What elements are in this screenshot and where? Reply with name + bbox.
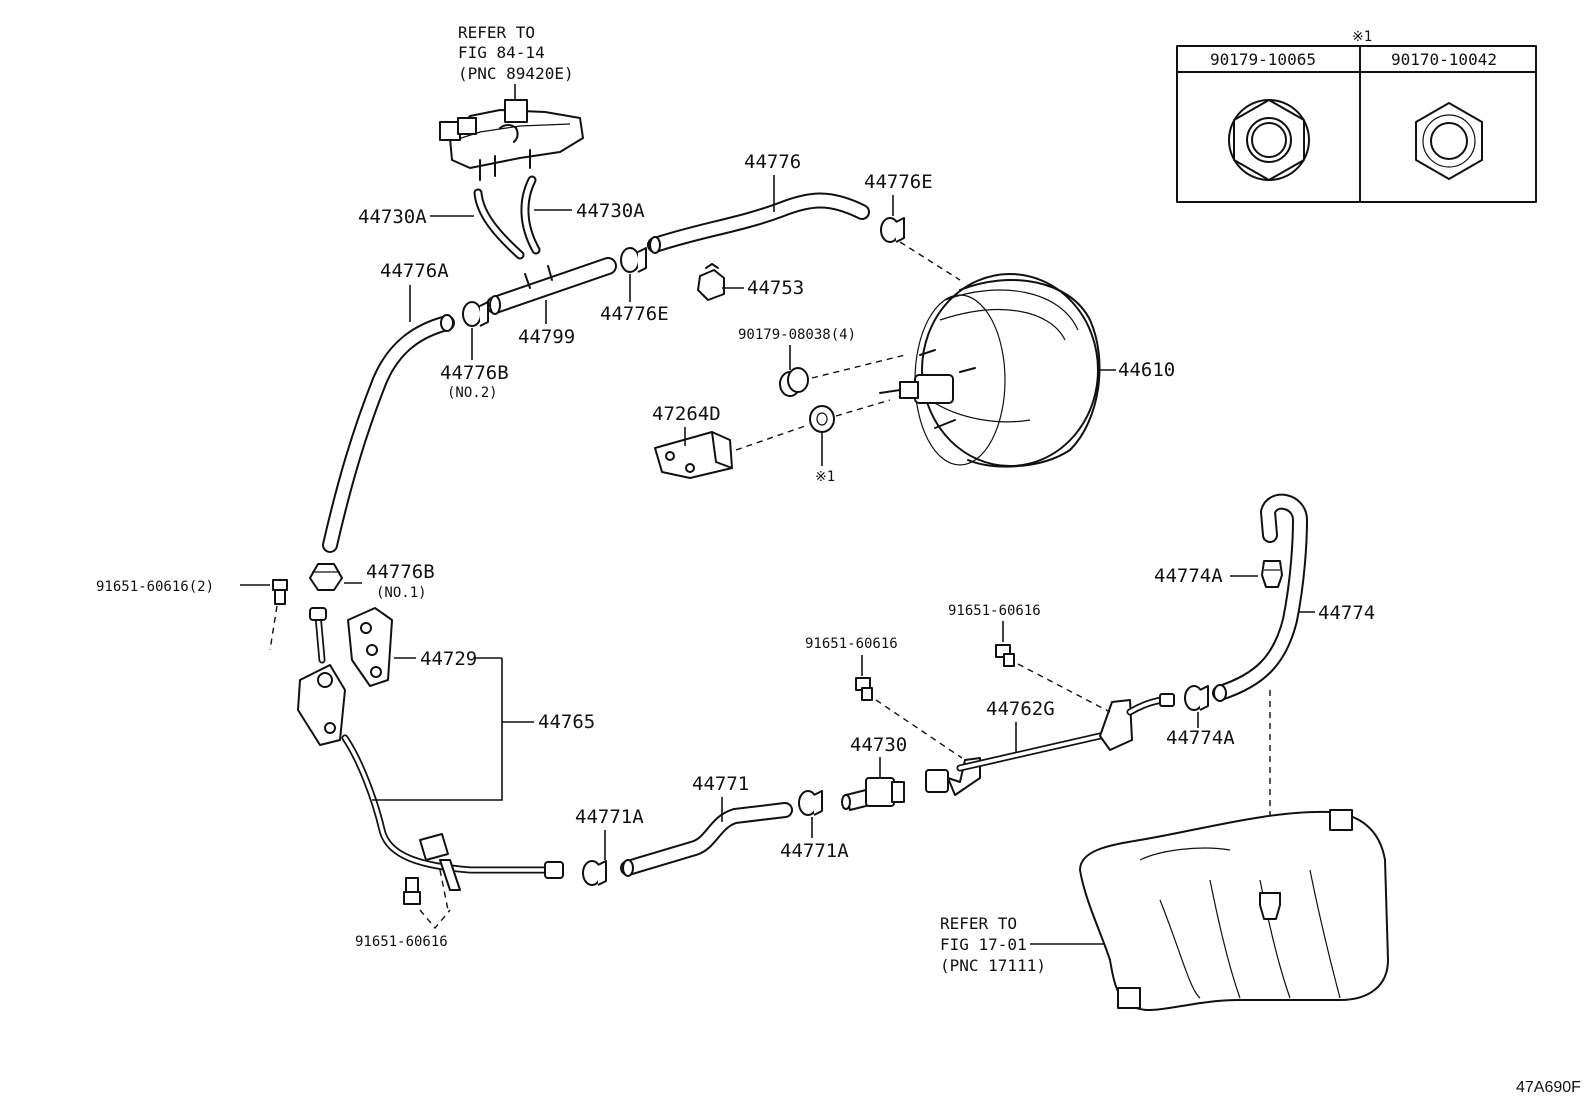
pipe-44762G xyxy=(925,693,1175,796)
gasket-44729 xyxy=(347,607,393,687)
hose-44774 xyxy=(1212,493,1308,702)
ref-top-line1: REFER TO xyxy=(458,23,535,42)
label-44776B-no2: 44776B xyxy=(440,362,509,384)
label-44776B-no1-note: (NO.1) xyxy=(376,585,427,601)
nut-90179-08038 xyxy=(779,367,809,397)
label-44730A-left: 44730A xyxy=(358,206,427,228)
label-44762G: 44762G xyxy=(986,698,1055,720)
clip-44753 xyxy=(697,263,725,301)
clamp-44774A-low xyxy=(1184,685,1209,711)
clamp-44776E-mid xyxy=(620,247,647,273)
figure-code: 47A690F xyxy=(1516,1079,1581,1096)
bolt-91651-bottom xyxy=(403,877,421,905)
vsv-bracket-assembly xyxy=(439,99,584,181)
clamp-44771A-left xyxy=(582,860,607,886)
label-44774A-low: 44774A xyxy=(1166,727,1235,749)
label-47264D: 47264D xyxy=(652,403,721,425)
clamp-44771A-right xyxy=(798,790,823,816)
pipe-44799 xyxy=(486,257,617,315)
legend-col2-part: 90170-10042 xyxy=(1391,50,1497,69)
bolt-91651-left xyxy=(272,579,288,605)
hose-44730A-pair xyxy=(473,175,541,260)
label-44776B-no1: 44776B xyxy=(366,561,435,583)
label-44776: 44776 xyxy=(744,151,801,173)
hose-44771 xyxy=(620,802,793,877)
label-44730: 44730 xyxy=(850,734,907,756)
clamp-44776E-top xyxy=(880,217,905,243)
label-44753: 44753 xyxy=(747,277,804,299)
label-washer-mark: ※1 xyxy=(815,469,835,485)
ref-block-bottom: REFER TO FIG 17-01 (PNC 17111) xyxy=(940,914,1105,975)
legend-frame xyxy=(1176,45,1537,203)
bolt-91651-mid xyxy=(855,677,873,701)
pipe-44765 xyxy=(297,607,564,891)
hose-44776A xyxy=(322,314,455,553)
label-44765: 44765 xyxy=(538,711,595,733)
ref-bottom-line1: REFER TO xyxy=(940,914,1017,933)
ref-top-line3: (PNC 89420E) xyxy=(458,64,574,83)
clamp-44776B-no2 xyxy=(462,301,489,327)
label-44799: 44799 xyxy=(518,326,575,348)
label-44730A-right: 44730A xyxy=(576,200,645,222)
ref-bottom-line2: FIG 17-01 xyxy=(940,935,1027,954)
ref-top-line2: FIG 84-14 xyxy=(458,43,545,62)
label-90179-08038: 90179-08038(4) xyxy=(738,327,856,343)
label-44776E-mid: 44776E xyxy=(600,303,669,325)
label-44774: 44774 xyxy=(1318,602,1375,624)
label-91651-mid: 91651-60616 xyxy=(805,636,898,652)
label-91651-mid-right: 91651-60616 xyxy=(948,603,1041,619)
intake-manifold xyxy=(1079,809,1389,1011)
label-44774A-top: 44774A xyxy=(1154,565,1223,587)
flange-nut-icon xyxy=(1228,99,1310,181)
clamp-44774A-top xyxy=(1261,560,1283,588)
brake-booster-44610 xyxy=(879,273,1101,468)
label-44771A-right: 44771A xyxy=(780,840,849,862)
hex-nut-icon xyxy=(1415,102,1483,180)
label-91651-bottom: 91651-60616 xyxy=(355,934,448,950)
hose-44776 xyxy=(647,192,870,254)
clevis-47264D xyxy=(654,431,733,479)
label-44610: 44610 xyxy=(1118,359,1175,381)
label-44771: 44771 xyxy=(692,773,749,795)
legend-mark: ※1 xyxy=(1352,29,1372,45)
label-44776B-no2-note: (NO.2) xyxy=(447,385,498,401)
label-44729: 44729 xyxy=(420,648,477,670)
label-91651-left: 91651-60616(2) xyxy=(96,579,214,595)
clamp-44776B-no1 xyxy=(309,563,343,591)
ref-bottom-line3: (PNC 17111) xyxy=(940,956,1046,975)
legend-table: ※1 90179-10065 90170-10042 xyxy=(1176,29,1537,203)
label-44771A-left: 44771A xyxy=(575,806,644,828)
washer-mark1 xyxy=(809,405,835,433)
label-44776E-top: 44776E xyxy=(864,171,933,193)
legend-col1-part: 90179-10065 xyxy=(1210,50,1316,69)
ref-block-top: REFER TO FIG 84-14 (PNC 89420E) xyxy=(458,23,574,100)
bolt-91651-mid-right xyxy=(995,644,1015,667)
label-44776A: 44776A xyxy=(380,260,449,282)
check-valve-44730 xyxy=(841,777,905,811)
